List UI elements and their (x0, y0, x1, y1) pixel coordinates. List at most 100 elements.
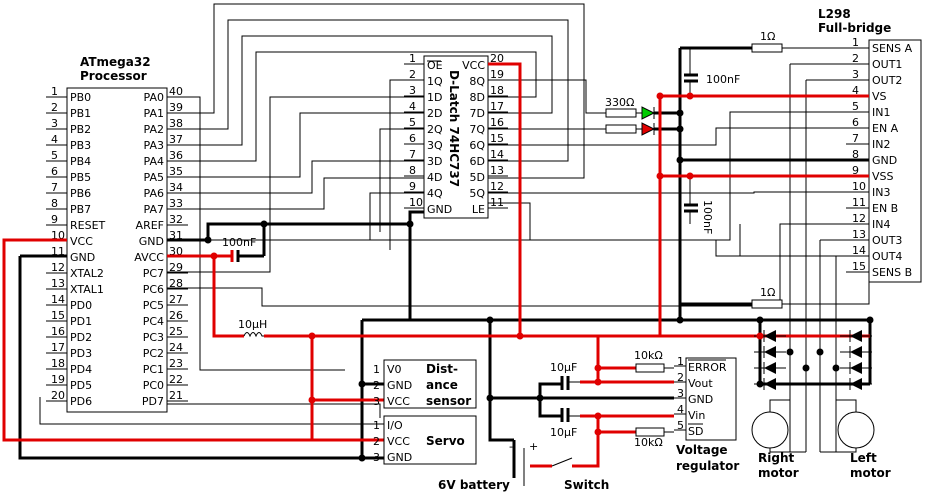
atmega-pin-num-left: 9 (51, 213, 58, 226)
atmega-pin-name-left: PD6 (70, 395, 92, 408)
latch-pin-name-right: 5Q (469, 187, 485, 200)
l298-pin-name: VS (872, 90, 887, 103)
atmega-pin-name-left: PD4 (70, 363, 92, 376)
atmega-pin-num-right: 40 (169, 85, 183, 98)
diode-icon (764, 378, 776, 390)
latch-pin-name-left: OE (427, 59, 443, 72)
atmega-pin-name-right: PC2 (143, 347, 164, 360)
atmega-pin-num-left: 3 (51, 117, 58, 130)
latch-pin-num-left: 6 (409, 132, 416, 145)
junction-dot-ground (406, 220, 414, 228)
distance-label-2: ance (426, 378, 458, 392)
right-motor-label-1: Right (758, 451, 794, 465)
latch-pin-name-right: 8D (470, 91, 485, 104)
vcc-latch (488, 62, 522, 336)
atmega-pin-name-left: PD0 (70, 299, 92, 312)
cap-vss-label: 100nF (701, 200, 714, 234)
gnd-atmega-latch (167, 210, 424, 242)
l298-pin-num: 1 (852, 36, 859, 49)
atmega-pin-num-left: 20 (51, 389, 65, 402)
l298-pin-num: 8 (852, 148, 859, 161)
latch-title: D-Latch 74HC737 (447, 70, 461, 187)
latch-pin-name-right: 7Q (469, 123, 485, 136)
distance-label-1: Dist- (426, 362, 458, 376)
l298-pin-num: 4 (852, 84, 859, 97)
left-motor-icon (837, 411, 875, 449)
junction-dot-ground (676, 109, 684, 117)
atmega-pin-num-left: 6 (51, 165, 58, 178)
latch-pin-num-left: 5 (409, 116, 416, 129)
atmega-pin-name-right: PA4 (144, 155, 164, 168)
latch-pin-name-right: VCC (462, 59, 485, 72)
vcc-atmega (2, 238, 312, 442)
l298-pin-name: OUT3 (872, 234, 902, 247)
resistor-error-label: 10kΩ (634, 349, 663, 362)
led-resistor-label: 330Ω (605, 96, 634, 109)
resistor-sense-b (751, 299, 783, 309)
atmega-pin-num-left: 14 (51, 293, 65, 306)
l298-caps: 100nF 100nF (684, 48, 740, 234)
wire-pa6 (167, 160, 424, 194)
atmega-pin-name-left: PD2 (70, 331, 92, 344)
junction-dot-power (308, 332, 316, 340)
latch-pin-name-left: 3D (427, 155, 442, 168)
led-red-icon (641, 122, 656, 136)
regulator-pin-num: 4 (677, 403, 684, 416)
wire-pa0 (167, 96, 345, 371)
atmega-pin-name-right: PA5 (144, 171, 164, 184)
atmega-pin-num-right: 24 (169, 341, 183, 354)
atmega-pin-num-right: 36 (169, 149, 183, 162)
resistor-led-green (605, 108, 637, 118)
latch-pin-num-right: 17 (490, 100, 504, 113)
junction-dot-power (308, 396, 316, 404)
avcc-filter: 100nF 10μH (222, 236, 267, 338)
atmega-title: ATmega32 (80, 55, 151, 69)
sense-resistors: 1Ω 1Ω (751, 30, 783, 309)
junction-dot-ground (536, 394, 544, 402)
distance-pin-name-3: VCC (387, 395, 410, 408)
junction-dot-ground (676, 125, 684, 133)
right-motor-icon (751, 411, 789, 449)
atmega-pin-name-left: RESET (70, 219, 106, 232)
diode-icon (850, 330, 862, 342)
gnd-battery-link (488, 398, 514, 442)
atmega-pin-name-left: XTAL1 (70, 283, 104, 296)
cap-vs-label: 100nF (706, 73, 740, 86)
motors: Right motor Left motor (751, 399, 891, 480)
latch-pins: 1OE20VCC21Q198Q31D188D42D177D52Q167Q63Q1… (404, 52, 508, 216)
regulator-label-2: regulator (676, 459, 739, 473)
junction-dot-power (656, 172, 664, 180)
atmega-pin-name-right: PC7 (143, 267, 164, 280)
latch-pin-num-left: 3 (409, 84, 416, 97)
atmega-pin-name-left: XTAL2 (70, 267, 104, 280)
atmega-pin-num-left: 12 (51, 261, 65, 274)
junction-dot-ground (358, 454, 366, 462)
left-motor-b (820, 448, 857, 453)
regulator-pin-num: 2 (677, 371, 684, 384)
latch-pin-num-right: 16 (490, 116, 504, 129)
atmega-pin-name-right: PA7 (144, 203, 164, 216)
latch-pin-name-right: 7D (470, 107, 485, 120)
atmega-pin-num-left: 19 (51, 373, 65, 386)
resistor-sd-label: 10kΩ (634, 436, 663, 449)
inductor-icon (243, 332, 264, 338)
atmega-pin-num-right: 26 (169, 309, 183, 322)
regulator-pin-name: SD (688, 425, 703, 438)
junction-dot-ground (786, 348, 794, 356)
atmega-pin-name-right: PA0 (144, 91, 164, 104)
atmega-pin-name-left: PD1 (70, 315, 92, 328)
latch-pin-name-left: 4Q (427, 187, 443, 200)
junction-dot-power (686, 172, 694, 180)
wire-pa4 (167, 51, 537, 162)
junction-dot-ground (204, 236, 212, 244)
distance-label-3: sensor (426, 394, 471, 408)
atmega-pin-name-right: PC6 (143, 283, 164, 296)
wire-5q (488, 191, 869, 194)
atmega-pin-num-left: 7 (51, 181, 58, 194)
diode-icon (850, 346, 862, 358)
switch-icon[interactable] (551, 457, 573, 467)
atmega-pin-num-right: 27 (169, 293, 183, 306)
latch-pin-name-left: 1D (427, 91, 442, 104)
atmega-subtitle: Processor (80, 69, 147, 83)
